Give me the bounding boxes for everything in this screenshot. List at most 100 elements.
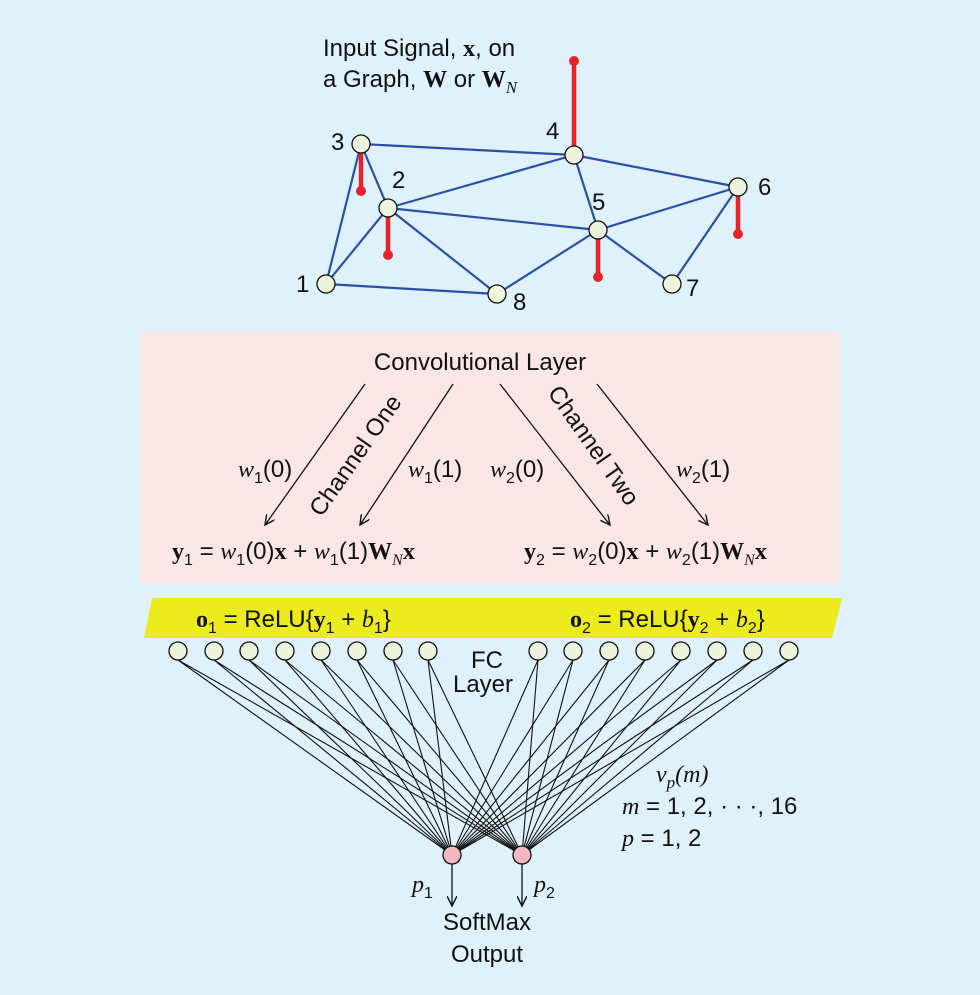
fc-node-13 xyxy=(671,641,691,661)
weight-label-w1-1: w1(1) xyxy=(408,456,462,487)
graph-edge-1-3 xyxy=(324,143,363,285)
fc-node-7 xyxy=(383,641,403,661)
output-arrows xyxy=(452,864,522,906)
graph-node-1 xyxy=(316,274,336,294)
arrow-w1-1 xyxy=(360,383,454,525)
fc-link-10-p1 xyxy=(451,659,574,856)
arrow-w1-0 xyxy=(265,383,366,525)
fc-link-11-p2 xyxy=(521,659,610,856)
fc-link-8-p2 xyxy=(427,659,523,856)
fc-link-9-p1 xyxy=(451,659,539,856)
fc-connections xyxy=(177,659,790,856)
graph-node-label-6: 6 xyxy=(758,174,771,201)
graph-title-line2: a Graph, W or WN xyxy=(323,66,519,97)
graph-node-3 xyxy=(351,134,371,154)
fc-link-14-p1 xyxy=(451,659,718,856)
graph-edge-2-8 xyxy=(387,207,498,295)
signal-tip-node-5 xyxy=(593,272,603,282)
output-node-p2 xyxy=(512,845,532,865)
fc-node-14 xyxy=(707,641,727,661)
fc-link-3-p1 xyxy=(248,659,453,856)
fc-link-7-p1 xyxy=(392,659,453,856)
fc-node-3 xyxy=(239,641,259,661)
weight-label-w2-1: w2(1) xyxy=(676,456,730,487)
signal-tip-node-4 xyxy=(569,56,579,66)
conv-layer-title: Convolutional Layer xyxy=(374,349,586,376)
relu-o2: o2 = ReLU{y2 + b2} xyxy=(570,606,765,637)
fc-link-2-p1 xyxy=(213,659,453,856)
fc-link-4-p2 xyxy=(284,659,523,856)
fc-link-1-p1 xyxy=(177,659,453,856)
fc-node-2 xyxy=(204,641,224,661)
fc-link-8-p1 xyxy=(427,659,453,856)
graph-node-label-7: 7 xyxy=(686,275,699,302)
equation-y2: y2 = w2(0)x + w2(1)WNx xyxy=(524,538,767,569)
output-node-p1 xyxy=(442,845,462,865)
signal-tip-node-3 xyxy=(356,186,366,196)
fc-label-line1: FC xyxy=(471,647,503,674)
output-label-p1: p1 xyxy=(410,872,433,902)
fc-link-10-p2 xyxy=(521,659,574,856)
fc-node-11 xyxy=(599,641,619,661)
graph-node-label-5: 5 xyxy=(592,189,605,216)
fc-nodes xyxy=(168,641,799,661)
graph-edge-4-6 xyxy=(573,153,739,189)
fc-link-15-p1 xyxy=(451,659,754,856)
fc-link-5-p2 xyxy=(320,659,523,856)
conv-layer-box xyxy=(140,332,840,584)
weights-label: vp(m) xyxy=(656,762,708,792)
graph-edge-2-5 xyxy=(387,206,599,232)
graph-edge-3-4 xyxy=(360,142,575,157)
graph-node-label-4: 4 xyxy=(546,118,559,145)
graph-node-label-1: 1 xyxy=(296,271,309,298)
fc-link-7-p2 xyxy=(392,659,523,856)
graph-node-2 xyxy=(378,198,398,218)
graph-node-6 xyxy=(728,177,748,197)
fc-link-4-p1 xyxy=(284,659,453,856)
m-range-label: m = 1, 2, · · ·, 16 xyxy=(622,793,797,820)
fc-node-12 xyxy=(635,641,655,661)
fc-node-8 xyxy=(418,641,438,661)
graph-edge-5-8 xyxy=(496,229,599,295)
fc-link-16-p2 xyxy=(521,659,790,856)
fc-node-16 xyxy=(779,641,799,661)
fc-node-4 xyxy=(275,641,295,661)
fc-node-15 xyxy=(743,641,763,661)
graph-edge-1-8 xyxy=(325,282,498,296)
graph-edge-5-7 xyxy=(597,229,673,285)
signal-tip-node-6 xyxy=(733,229,743,239)
graph-node-label-8: 8 xyxy=(513,289,526,316)
fc-node-6 xyxy=(347,641,367,661)
graph-edges xyxy=(324,142,739,296)
arrow-w2-1 xyxy=(596,383,708,525)
graph-node-7 xyxy=(662,274,682,294)
graph-edge-2-3 xyxy=(359,143,390,209)
weight-label-w2-0: w2(0) xyxy=(490,456,544,487)
relu-band xyxy=(144,598,842,638)
arrow-w2-0 xyxy=(499,383,610,525)
fc-node-5 xyxy=(311,641,331,661)
signal-tip-node-2 xyxy=(383,250,393,260)
output-nodes xyxy=(442,845,532,865)
fc-link-12-p2 xyxy=(521,659,646,856)
fc-link-5-p1 xyxy=(320,659,453,856)
fc-link-16-p1 xyxy=(451,659,790,856)
fc-link-11-p1 xyxy=(451,659,610,856)
graph-node-5 xyxy=(588,220,608,240)
fc-node-1 xyxy=(168,641,188,661)
graph-node-4 xyxy=(564,145,584,165)
weight-label-w1-0: w1(0) xyxy=(238,456,292,487)
conv-arrows xyxy=(265,383,708,525)
fc-link-3-p2 xyxy=(248,659,523,856)
softmax-label-line2: Output xyxy=(451,941,523,968)
fc-link-13-p1 xyxy=(451,659,682,856)
graph-edge-6-7 xyxy=(671,186,739,285)
graph-edge-5-6 xyxy=(597,185,739,232)
graph-node-label-3: 3 xyxy=(331,129,344,156)
output-label-p2: p2 xyxy=(532,872,555,902)
graph-title-line1: Input Signal, x, on xyxy=(323,35,515,62)
fc-node-9 xyxy=(528,641,548,661)
graph-edge-2-4 xyxy=(387,153,575,210)
fc-link-15-p2 xyxy=(521,659,754,856)
